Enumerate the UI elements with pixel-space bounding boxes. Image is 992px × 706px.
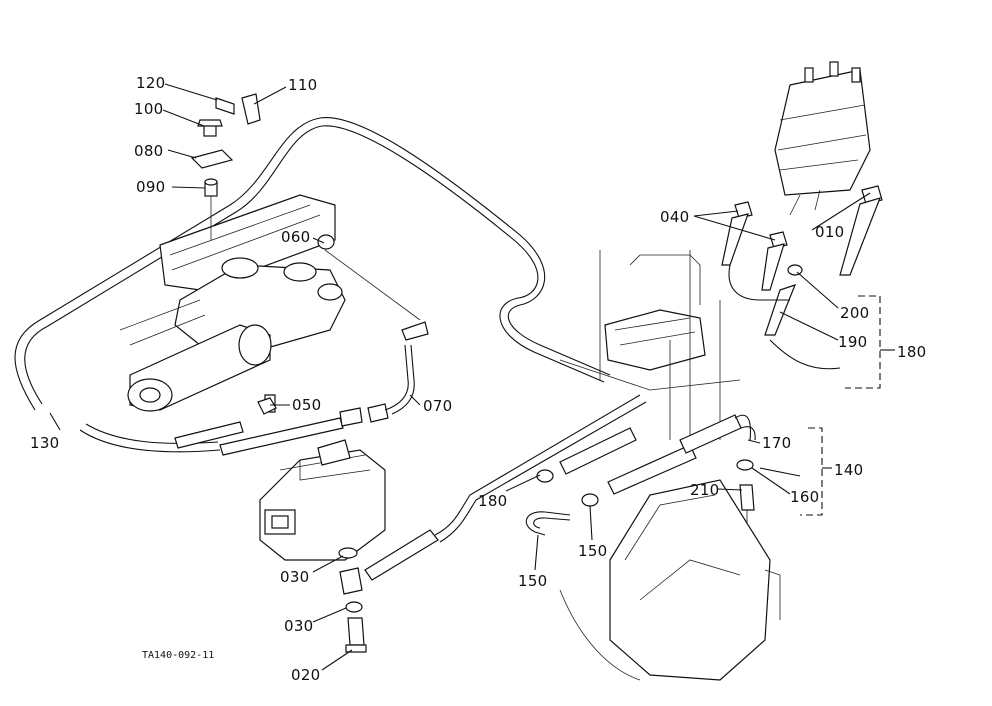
callout-140: 140 [834, 461, 864, 479]
clutch-housing [559, 479, 781, 681]
callout-100: 100 [134, 100, 164, 118]
drawing-code: TA140-092-11 [142, 650, 214, 661]
callout-210: 210 [690, 481, 720, 499]
group-bracket-140 [800, 427, 832, 516]
callout-180-lower: 180 [478, 492, 508, 510]
callout-080: 080 [134, 142, 164, 160]
hydraulic-pump [259, 439, 386, 653]
callout-200: 150 [518, 572, 548, 590]
leader-lines [49, 83, 871, 671]
group-bracket-170 [845, 295, 895, 389]
callout-150-left: 150 [578, 542, 608, 560]
bracket-parts [190, 93, 335, 250]
callout-160: 170 [762, 434, 792, 452]
callout-190: 190 [838, 333, 868, 351]
callout-180-upper: 200 [840, 304, 870, 322]
callout-030-upper: 030 [280, 568, 310, 586]
callout-170: 180 [897, 343, 927, 361]
callout-020: 020 [291, 666, 321, 684]
callout-070: 070 [423, 397, 453, 415]
callout-030-lower: 030 [284, 617, 314, 635]
hydraulic-pipe-loop [14, 117, 611, 453]
callout-050: 050 [292, 396, 322, 414]
callout-090: 090 [136, 178, 166, 196]
callout-110: 110 [288, 76, 318, 94]
callout-130: 130 [30, 434, 60, 452]
callout-010: 010 [815, 223, 845, 241]
callout-040: 040 [660, 208, 690, 226]
callout-060: 060 [281, 228, 311, 246]
callout-150-right: 160 [790, 488, 820, 506]
hoses-upper-right [721, 185, 883, 370]
steering-gear-assembly [119, 194, 346, 415]
steering-cylinder-unit [774, 61, 871, 216]
hose-lower-left [174, 249, 429, 456]
hose-pump-to-valve [364, 394, 647, 581]
hoses-center-right [525, 414, 756, 555]
callout-120: 120 [136, 74, 166, 92]
control-valve-housing [559, 250, 741, 460]
